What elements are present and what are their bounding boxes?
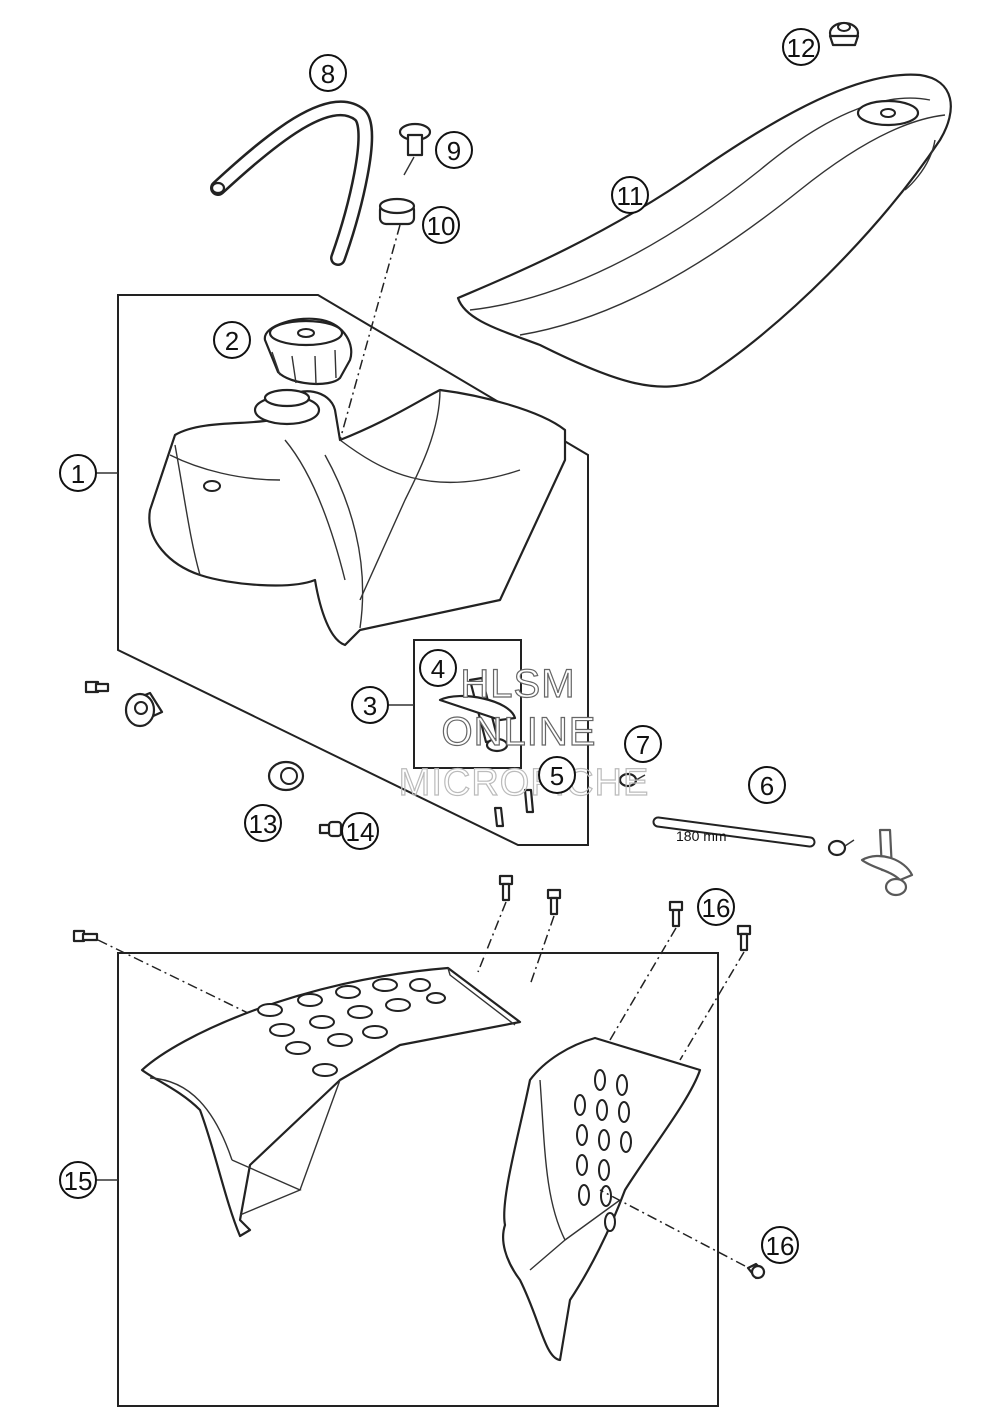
guard-dash-lines (97, 901, 746, 1267)
callout-4: 4 (419, 649, 457, 687)
callout-8: 8 (309, 54, 347, 92)
hose-clamp (618, 772, 646, 788)
vent-holes-left (257, 978, 446, 1077)
svg-text:14: 14 (346, 817, 375, 847)
tank-group-outline (117, 294, 589, 846)
callout-7: 7 (624, 725, 662, 763)
seat (456, 73, 952, 388)
callout-12: 12 (782, 28, 820, 66)
svg-text:7: 7 (636, 730, 650, 760)
callout-14: 14 (341, 812, 379, 850)
svg-text:9: 9 (447, 136, 461, 166)
callout-9: 9 (435, 131, 473, 169)
svg-text:1: 1 (71, 459, 85, 489)
callout-13: 13 (244, 804, 282, 842)
breather-hose (210, 100, 374, 266)
fuel-cap (263, 317, 353, 385)
valve-group-outline (413, 639, 522, 769)
watermark-line1: HLSM (460, 662, 575, 706)
svg-text:12: 12 (787, 33, 816, 63)
tank-bolt (318, 820, 343, 838)
svg-text:6: 6 (760, 771, 774, 801)
fuel-tank (148, 388, 567, 647)
hose-clamp-right (827, 839, 855, 857)
svg-text:10: 10 (427, 211, 456, 241)
fuel-tap-exploded (860, 828, 914, 897)
guard-screw-left (72, 929, 99, 943)
svg-text:13: 13 (249, 809, 278, 839)
callout-11: 11 (611, 176, 649, 214)
tap-screws (493, 788, 535, 828)
mounting-bolt-left (84, 680, 110, 694)
svg-text:15: 15 (64, 1166, 93, 1196)
rubber-bushing (267, 760, 305, 792)
callout-15: 15 (59, 1161, 97, 1199)
hose-length-label: 180 mm (676, 828, 727, 844)
seat-fastener (828, 21, 860, 47)
callout-10: 10 (422, 206, 460, 244)
guard-group-outline (117, 952, 719, 1407)
callout-3: 3 (351, 686, 389, 724)
grommet (378, 197, 416, 226)
valve-dash-line (339, 224, 401, 441)
callout-16-bottom: 16 (761, 1226, 799, 1264)
guard-screws-top (498, 874, 752, 952)
callout-2: 2 (213, 321, 251, 359)
guard-screw-bottom (746, 1262, 766, 1280)
callout-16-top: 16 (697, 888, 735, 926)
svg-text:16: 16 (766, 1231, 795, 1261)
svg-text:5: 5 (550, 761, 564, 791)
svg-text:11: 11 (617, 181, 644, 211)
callout-1: 1 (59, 454, 97, 492)
rubber-bushing-left (124, 691, 164, 728)
radiator-guard-left (140, 966, 522, 1238)
svg-text:2: 2 (225, 326, 239, 356)
fuel-hose (652, 816, 816, 848)
svg-text:3: 3 (363, 691, 377, 721)
callout-6: 6 (748, 766, 786, 804)
svg-text:8: 8 (321, 59, 335, 89)
breather-valve (398, 122, 432, 176)
callout-5: 5 (538, 756, 576, 794)
vent-holes-right (574, 1069, 632, 1232)
watermark-line2: ONLINE (442, 710, 597, 754)
svg-text:4: 4 (431, 654, 445, 684)
watermark-line3: MICROFICHE (399, 762, 650, 804)
svg-text:16: 16 (702, 893, 731, 923)
